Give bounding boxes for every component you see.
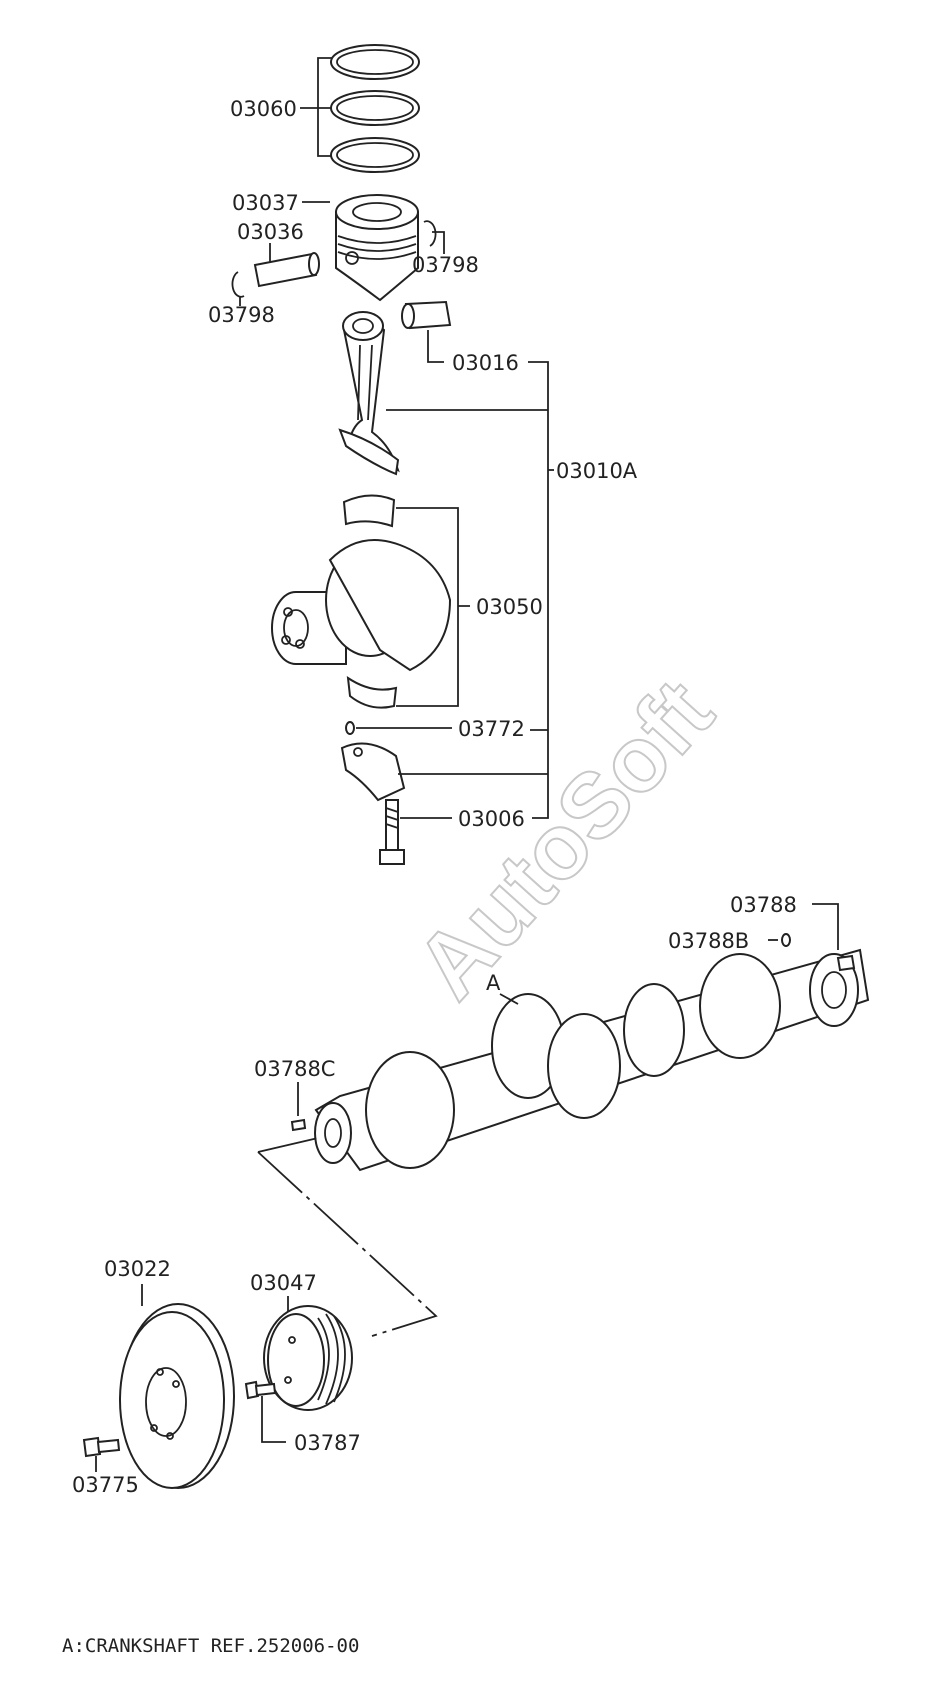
label-flywheel-bolt: 03775 xyxy=(72,1473,139,1497)
crankshaft[interactable] xyxy=(314,948,870,1172)
flywheel[interactable] xyxy=(119,1303,235,1489)
label-conrod-assy: 03010A xyxy=(556,459,638,483)
snap-ring-right[interactable] xyxy=(423,220,437,247)
piston[interactable] xyxy=(335,194,419,302)
cap-bolt[interactable] xyxy=(379,799,405,865)
piston-rings[interactable] xyxy=(330,44,420,173)
footer-note: A:CRANKSHAFT REF.252006-00 xyxy=(62,1635,359,1657)
crank-pin-c[interactable] xyxy=(290,1118,307,1132)
piston-pin[interactable] xyxy=(253,252,320,288)
label-piston-rings: 03060 xyxy=(230,97,297,121)
connecting-rod[interactable] xyxy=(338,311,400,476)
label-crank-plug: 03788 xyxy=(730,893,797,917)
label-flywheel: 03022 xyxy=(104,1257,171,1281)
label-small-end-bushing: 03016 xyxy=(452,351,519,375)
label-pulley-bolt: 03787 xyxy=(294,1431,361,1455)
crank-plug[interactable] xyxy=(836,954,856,972)
label-piston-pin: 03036 xyxy=(237,220,304,244)
label-snap-ring-left: 03798 xyxy=(208,303,275,327)
crank-section[interactable] xyxy=(271,539,452,672)
rod-cap[interactable] xyxy=(340,742,406,802)
label-crank-pin-c: 03788C xyxy=(254,1057,335,1081)
crank-plug-b[interactable] xyxy=(781,933,791,947)
watermark: AutoSoft xyxy=(397,661,733,1018)
bearing-lower[interactable] xyxy=(346,675,398,709)
label-crank-plug-b: 03788B xyxy=(668,929,749,953)
flywheel-bolt[interactable] xyxy=(82,1436,121,1458)
pulley[interactable] xyxy=(263,1305,353,1411)
cap-nut[interactable] xyxy=(345,721,355,735)
snap-ring-left[interactable] xyxy=(231,271,245,298)
label-pulley: 03047 xyxy=(250,1271,317,1295)
label-snap-ring-right: 03798 xyxy=(412,253,479,277)
label-cap-nut: 03772 xyxy=(458,717,525,741)
label-piston: 03037 xyxy=(232,191,299,215)
label-conrod-bearing: 03050 xyxy=(476,595,543,619)
small-end-bushing[interactable] xyxy=(401,300,452,330)
pulley-bolt[interactable] xyxy=(244,1380,277,1400)
bearing-upper[interactable] xyxy=(342,494,396,528)
label-cap-bolt: 03006 xyxy=(458,807,525,831)
label-part-a: A xyxy=(486,971,501,995)
